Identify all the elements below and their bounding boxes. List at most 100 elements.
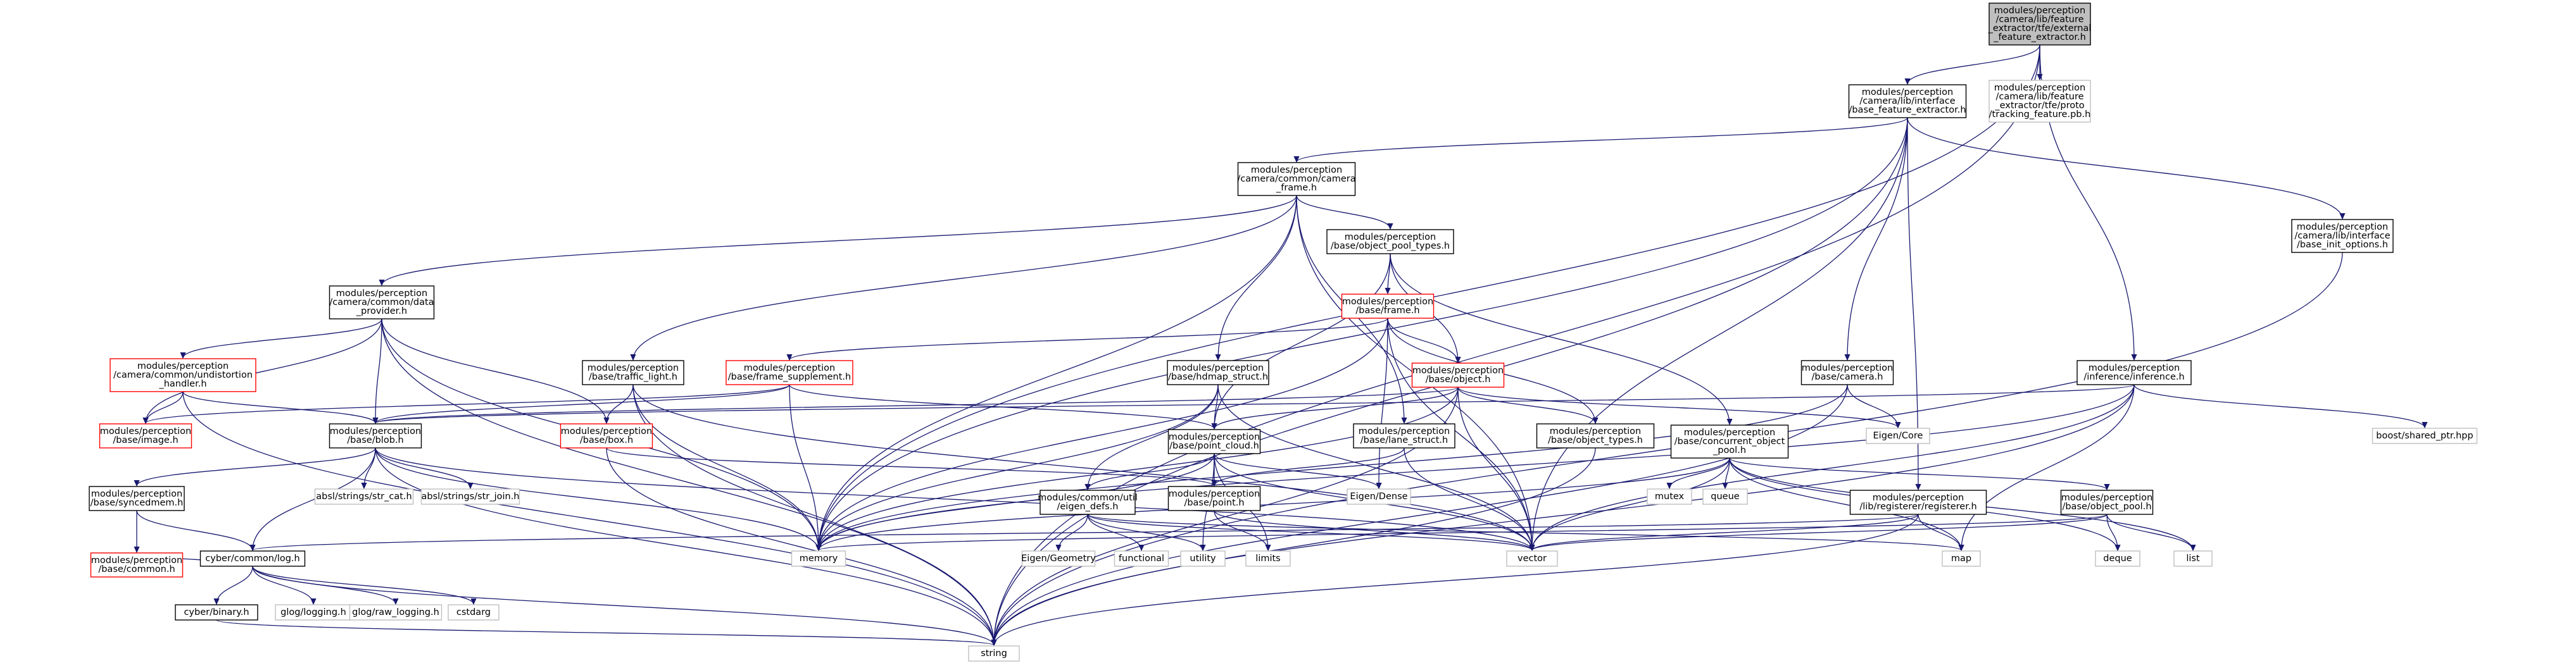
node-label-line: /eigen_defs.h: [1057, 502, 1119, 512]
node-box: [199, 550, 306, 567]
edge-binary-to-string: [216, 619, 994, 645]
node-bfe[interactable]: modules/perception/camera/lib/interface/…: [1848, 84, 1967, 118]
node-box: [1341, 294, 1435, 319]
node-blob[interactable]: modules/perception/base/blob.h: [329, 423, 422, 449]
node-box[interactable]: modules/perception/base/box.h: [560, 423, 653, 449]
node-label-line: /base_init_options.h: [2297, 240, 2388, 250]
node-syncedmem[interactable]: modules/perception/base/syncedmem.h: [89, 486, 185, 511]
edge-syncedmem-to-log: [136, 510, 253, 550]
node-box: [1506, 550, 1558, 567]
node-label-line: /camera/lib/interface: [2294, 231, 2390, 241]
node-label-line: _extractor/tfe/proto: [1994, 101, 2084, 111]
node-box: [582, 360, 684, 385]
node-hdmap-struct[interactable]: modules/perception/base/hdmap_struct.h: [1167, 360, 1269, 385]
edge-frame-to-memory: [819, 318, 1388, 550]
node-mutex: mutex: [1647, 488, 1692, 505]
node-undistortion[interactable]: modules/perception/camera/common/undisto…: [110, 358, 256, 392]
edge-registerer-to-vector: [1532, 514, 1919, 550]
edge-data_provider-to-blob: [375, 318, 382, 423]
node-label-line: modules/perception: [1684, 428, 1775, 438]
node-box: [1245, 550, 1291, 567]
node-base-init-options[interactable]: modules/perception/camera/lib/interface/…: [2291, 219, 2394, 253]
node-label-line: vector: [1517, 554, 1547, 564]
node-camera-frame[interactable]: modules/perception/camera/common/camera_…: [1237, 162, 1356, 196]
node-label-line: modules/perception: [91, 555, 182, 566]
node-camera[interactable]: modules/perception/base/camera.h: [1800, 360, 1894, 385]
edge-camera-to-string: [994, 384, 1848, 645]
node-label-line: queue: [1711, 492, 1740, 502]
node-label-line: _feature_extractor.h: [1993, 32, 2086, 42]
node-box: [1536, 423, 1655, 449]
node-object-pool-types[interactable]: modules/perception/base/object_pool_type…: [1326, 229, 1454, 254]
node-label-line: functional: [1119, 554, 1164, 564]
edge-root-to-string: [994, 44, 2040, 645]
node-label-line: modules/perception: [1172, 363, 1264, 373]
edge-log-to-string: [252, 566, 994, 645]
edge-registerer-to-log: [253, 514, 1919, 550]
node-frame[interactable]: modules/perception/base/frame.h: [1341, 294, 1435, 319]
node-point[interactable]: modules/perception/base/point.h: [1167, 486, 1261, 511]
edge-inference-to-map: [1961, 384, 2135, 550]
edge-lane_struct-to-vector: [1404, 447, 1532, 550]
nodes-layer: modules/perception/camera/lib/feature_ex…: [89, 3, 2478, 662]
node-label-line: modules/perception: [330, 426, 421, 437]
node-eigen-defs[interactable]: modules/common/util/eigen_defs.h: [1038, 490, 1138, 515]
node-label-line: /camera/common/data: [329, 297, 434, 307]
node-label-line: memory: [800, 554, 838, 564]
node-box: [1849, 490, 1987, 515]
node-point-cloud[interactable]: modules/perception/base/point_cloud.h: [1167, 429, 1261, 454]
edge-data_provider-to-box: [381, 318, 606, 423]
node-label-line: modules/perception: [1802, 363, 1893, 373]
node-label-line: modules/perception: [100, 426, 191, 437]
node-box: [1326, 229, 1454, 254]
node-label-line: list: [2186, 554, 2200, 564]
node-label-line: modules/perception: [2297, 222, 2388, 232]
edge-concurrent_pool-to-map: [1729, 457, 1961, 550]
edge-data_provider-to-image: [146, 318, 382, 423]
node-common[interactable]: modules/perception/base/common.h: [90, 552, 184, 578]
node-label-line: modules/perception: [1359, 426, 1450, 437]
edge-concurrent_pool-to-memory: [819, 457, 1730, 550]
node-traffic-light[interactable]: modules/perception/base/traffic_light.h: [582, 360, 684, 385]
node-root[interactable]: modules/perception/camera/lib/feature_ex…: [1988, 3, 2092, 46]
edge-blob-to-log: [253, 447, 376, 550]
node-data-provider[interactable]: modules/perception/camera/common/data_pr…: [329, 285, 435, 319]
node-lane-struct[interactable]: modules/perception/base/lane_struct.h: [1353, 423, 1455, 449]
node-label-line: /base/object_types.h: [1548, 435, 1643, 445]
node-glog-logging: glog/logging.h: [275, 604, 352, 621]
edge-registerer-to-map: [1918, 514, 1961, 550]
node-label-line: _provider.h: [356, 306, 407, 316]
edge-data_provider-to-string: [381, 318, 994, 645]
node-binary[interactable]: cyber/binary.h: [175, 604, 258, 621]
edge-concurrent_pool-to-object_pool: [1729, 457, 2107, 490]
node-label-line: boost/shared_ptr.hpp: [2376, 431, 2473, 441]
node-box: [110, 358, 256, 392]
node-label-line: Eigen/Core: [1873, 431, 1923, 441]
edge-bfe-to-camera: [1847, 117, 1908, 360]
node-registerer[interactable]: modules/perception/lib/registerer/regist…: [1849, 490, 1987, 515]
edge-bfe-to-memory: [819, 117, 1908, 550]
edge-base_init_options-to-string: [994, 252, 2343, 645]
node-eigen-dense: Eigen/Dense: [1347, 488, 1411, 505]
node-inference[interactable]: modules/perception/inference/inference.h: [2077, 360, 2192, 385]
edge-box-to-point: [606, 447, 1214, 486]
node-box: [1353, 423, 1455, 449]
node-object-pool[interactable]: modules/perception/base/object_pool.h: [2060, 490, 2154, 515]
node-label-line: modules/perception: [1550, 426, 1641, 437]
node-frame-supplement[interactable]: modules/perception/base/frame_supplement…: [726, 360, 853, 385]
node-queue: queue: [1702, 488, 1748, 505]
node-image[interactable]: modules/perception/base/image.h: [99, 423, 192, 449]
edge-object-to-point_cloud: [1214, 387, 1459, 429]
edge-root-to-bfe: [1907, 44, 2040, 84]
node-object-types[interactable]: modules/perception/base/object_types.h: [1536, 423, 1655, 449]
node-box: [2077, 360, 2192, 385]
node-concurrent-pool[interactable]: modules/perception/base/concurrent_objec…: [1670, 424, 1789, 459]
edge-blob-to-vector: [375, 447, 1532, 550]
edge-point_cloud-to-eigen_dense: [1214, 453, 1379, 488]
node-label-line: modules/perception: [744, 363, 835, 373]
node-string: string: [968, 645, 1020, 662]
node-object[interactable]: modules/perception/base/object.h: [1411, 362, 1505, 388]
node-log[interactable]: cyber/common/log.h: [199, 550, 306, 567]
node-box: [314, 488, 414, 505]
node-label-line: /base/object.h: [1426, 375, 1491, 385]
